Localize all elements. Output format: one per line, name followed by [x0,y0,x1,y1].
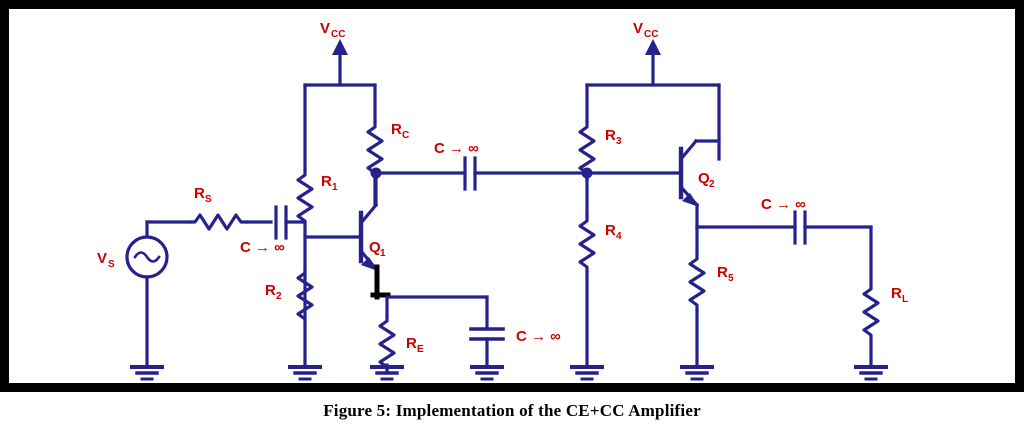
gnd-source [130,365,164,381]
resistor-rl [862,225,880,367]
svg-text:V: V [97,250,107,267]
label-r1: R 1 [321,173,338,193]
vcc-right-rail [585,39,721,161]
label-r2: R 2 [265,282,282,302]
gnd-r2 [288,365,322,381]
label-q1: Q 1 [369,239,386,259]
svg-text:R: R [605,222,616,239]
svg-text:V: V [633,20,643,37]
capacitor-c-interstage [374,156,589,191]
q1-emitter-lead [370,264,391,300]
transistor-q2 [585,138,721,229]
svg-text:4: 4 [616,231,622,242]
label-c-interstage: C → ∞ [434,140,479,157]
transistor-q1 [303,173,379,272]
svg-text:2: 2 [276,291,282,302]
svg-text:R: R [717,264,728,281]
gnd-rl [854,365,888,381]
label-rs: R S [194,185,212,205]
label-vcc-right: V CC [633,20,658,40]
capacitor-c-input [274,205,307,240]
vcc-left-rail [303,39,377,171]
svg-text:E: E [417,344,424,355]
svg-text:Q: Q [698,170,710,187]
label-c-output: C → ∞ [761,196,806,213]
label-r4: R 4 [605,222,622,242]
svg-text:R: R [406,335,417,352]
svg-text:S: S [108,259,115,270]
gnd-re [370,365,404,381]
label-vcc-left: V CC [320,20,345,40]
svg-text:R: R [391,121,402,138]
label-q2: Q 2 [698,170,715,190]
capacitor-c-output [695,210,873,245]
label-rl: R L [891,285,908,305]
svg-text:C: C [402,130,409,141]
label-c-emitter-bypass: C → ∞ [516,328,561,345]
svg-text:5: 5 [728,273,734,284]
svg-text:L: L [902,294,908,305]
resistor-rs [187,213,273,231]
gnd-r5 [680,365,714,381]
label-r5: R 5 [717,264,734,284]
label-c-input: C → ∞ [240,239,285,256]
figure-caption: Figure 5: Implementation of the CE+CC Am… [323,401,701,420]
label-re: R E [406,335,424,355]
svg-text:3: 3 [616,136,622,147]
svg-text:R: R [265,282,276,299]
svg-text:V: V [320,20,330,37]
source-branch [125,220,191,367]
svg-text:1: 1 [332,182,338,193]
svg-text:S: S [205,194,212,205]
gnd-bypass [470,365,504,381]
schematic-frame: V CC V CC V S R S R 1 [0,0,1024,392]
resistor-r4 [578,171,596,367]
gnd-r4 [570,365,604,381]
svg-text:R: R [194,185,205,202]
resistor-r5 [688,225,706,367]
svg-text:1: 1 [380,248,386,259]
label-rc: R C [391,121,409,141]
capacitor-c-emitter-bypass [469,295,505,367]
svg-text:Q: Q [369,239,381,256]
label-vs: V S [97,250,115,270]
svg-text:R: R [891,285,902,302]
svg-text:CC: CC [331,29,345,40]
svg-text:R: R [321,173,332,190]
resistor-r2 [296,265,314,367]
label-r3: R 3 [605,127,622,147]
svg-text:2: 2 [709,179,715,190]
emitter-network [378,295,489,375]
circuit-schematic: V CC V CC V S R S R 1 [97,20,908,381]
svg-text:R: R [605,127,616,144]
svg-text:CC: CC [644,29,658,40]
